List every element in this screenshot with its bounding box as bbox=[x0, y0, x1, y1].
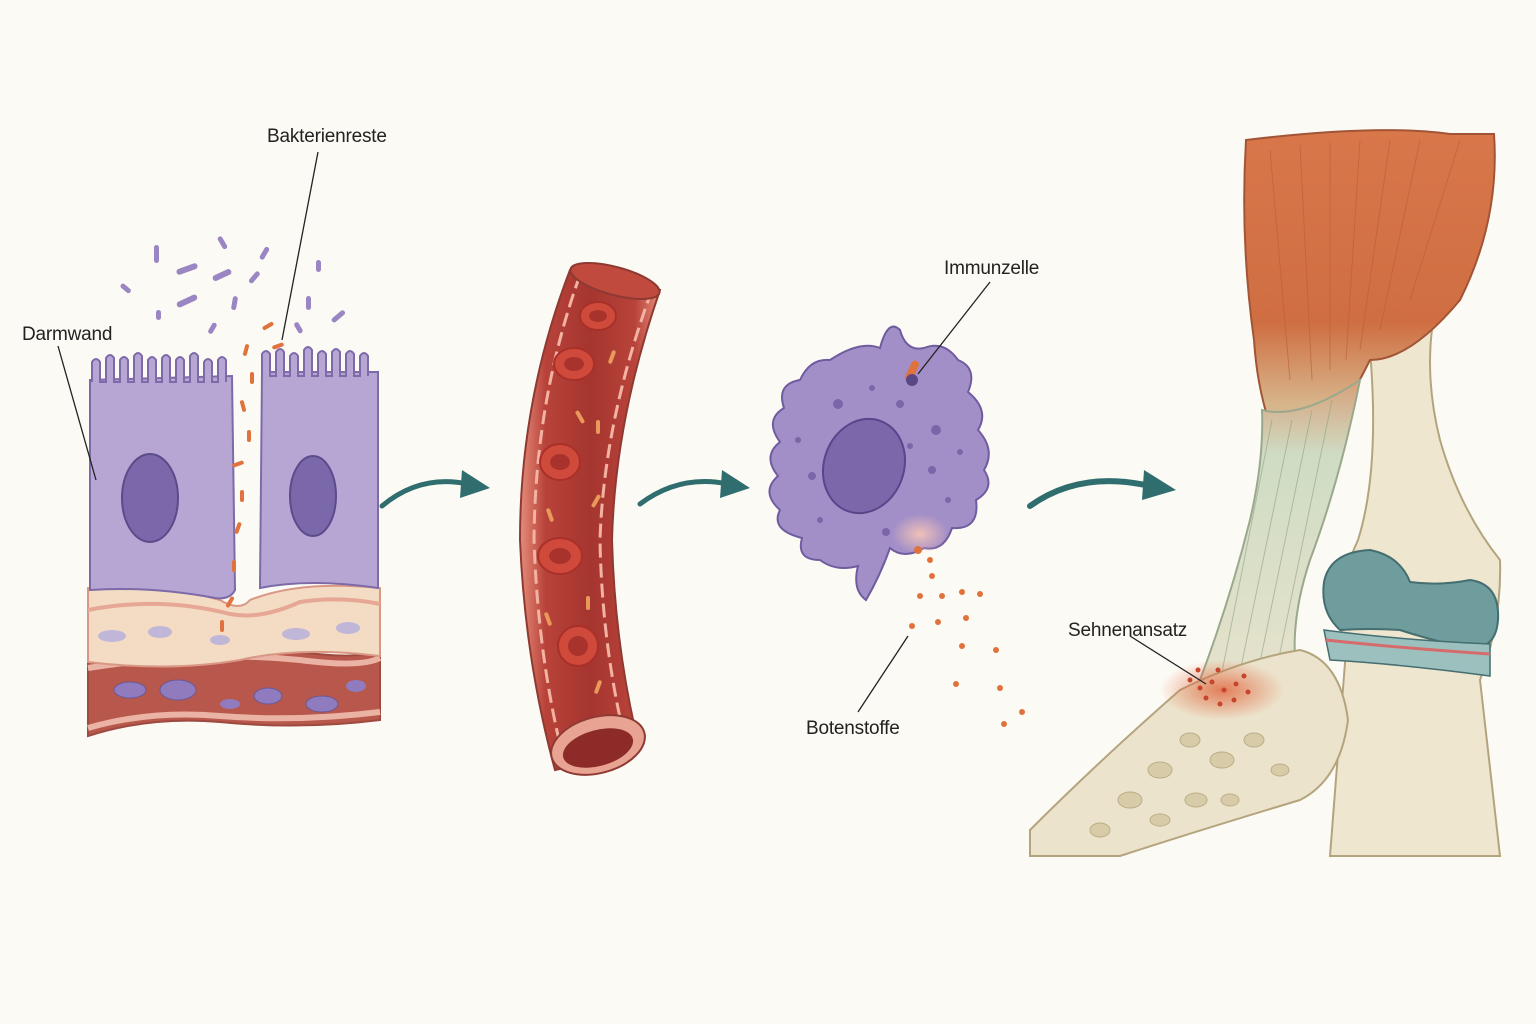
flow-arrow-icon bbox=[379, 470, 490, 509]
blood-vessel-panel bbox=[518, 261, 662, 776]
label-messengers: Botenstoffe bbox=[806, 718, 900, 739]
label-tendon-insertion: Sehnenansatz bbox=[1068, 620, 1188, 641]
flow-arrow-icon bbox=[1027, 470, 1176, 509]
label-intestinal-wall: Darmwand bbox=[22, 324, 113, 345]
label-immune-cell: Immunzelle bbox=[944, 258, 1040, 279]
intestinal-wall-panel bbox=[87, 236, 382, 738]
joint-panel bbox=[1029, 129, 1502, 857]
immune-cell-panel bbox=[768, 325, 1025, 727]
leader-lines bbox=[57, 151, 1207, 713]
flow-arrow-icon bbox=[637, 470, 750, 507]
label-bacteria-remnants: Bakterienreste bbox=[267, 126, 387, 147]
